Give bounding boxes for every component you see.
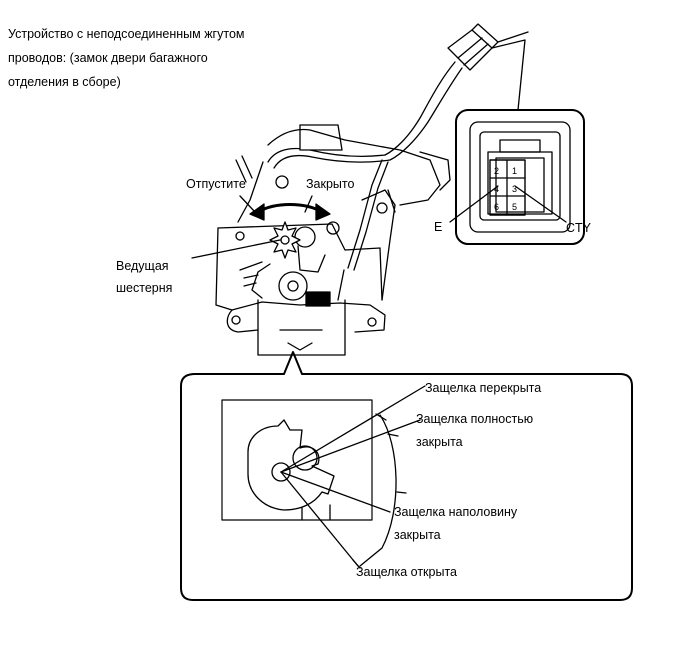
harness-plug (447, 23, 499, 71)
latch-body (215, 124, 451, 356)
label-release: Отпустите (186, 177, 246, 191)
leader-overlapped (280, 385, 426, 473)
pin-1: 1 (512, 166, 518, 176)
label-latch-overlapped: Защелка перекрыта (425, 381, 542, 395)
pin-3: 3 (512, 184, 518, 194)
terminal-cty-leader (514, 185, 567, 223)
connector-view-box (455, 109, 585, 245)
pin-6: 6 (494, 202, 500, 212)
terminal-e-leader (449, 185, 499, 223)
drive-gear (269, 221, 301, 259)
pin-2: 2 (494, 166, 500, 176)
drive-gear-leader (191, 239, 281, 259)
rotation-arrow-icon (249, 203, 331, 221)
label-terminal-cty: CTY (566, 221, 591, 235)
label-latch-half-closed-1: Защелка наполовину (394, 505, 518, 519)
intro-line-1: Устройство с неподсоединенным жгутом (8, 27, 245, 41)
pin-5: 5 (512, 202, 518, 212)
latch-angle-arc (359, 414, 397, 567)
label-latch-fully-closed-1: Защелка полностью (416, 412, 534, 426)
leader-fully-closed (280, 419, 421, 473)
label-terminal-e: E (434, 220, 443, 234)
label-close: Закрыто (306, 177, 355, 191)
label-drive-gear-2: шестерня (116, 281, 173, 295)
intro-line-2: проводов: (замок двери багажного (8, 51, 208, 65)
label-drive-gear-1: Ведущая (116, 259, 169, 273)
label-latch-fully-closed-2: закрыта (416, 435, 463, 449)
inset-frame (180, 351, 633, 601)
leader-half-closed (280, 471, 391, 513)
label-latch-open: Защелка открыта (356, 565, 457, 579)
latch-claw (247, 419, 335, 511)
label-latch-half-closed-2: закрыта (394, 528, 441, 542)
connector-callout-line (491, 39, 526, 111)
intro-line-3: отделения в сборе) (8, 75, 121, 89)
leader-open (280, 471, 359, 567)
pin-4: 4 (494, 184, 500, 194)
